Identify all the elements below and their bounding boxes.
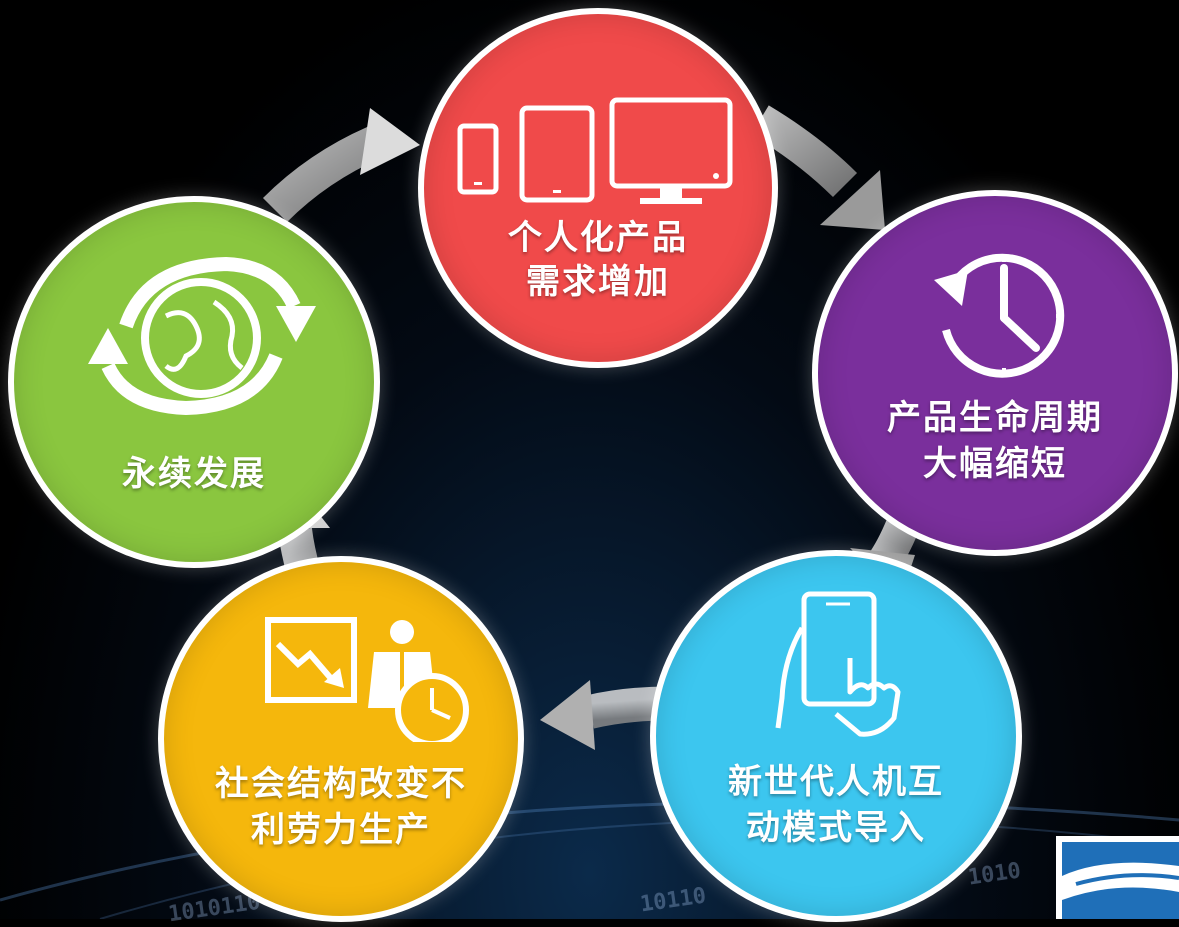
globe-cycle-icon <box>88 256 316 416</box>
node-social-structure: 社会结构改变不 利劳力生产 <box>158 556 524 922</box>
node-product-lifecycle: 产品生命周期 大幅缩短 <box>812 190 1178 556</box>
node-label-line1: 产品生命周期 <box>887 398 1103 438</box>
decline-worker-icon <box>265 617 469 742</box>
node-personalized-demand: 个人化产品 需求增加 <box>418 8 778 368</box>
node-new-hci: 新世代人机互 动模式导入 <box>650 550 1022 922</box>
node-label-line1: 个人化产品 <box>508 218 688 258</box>
node-label-line2: 大幅缩短 <box>923 444 1067 484</box>
clock-icon <box>934 253 1065 378</box>
node-label-line1: 社会结构改变不 <box>215 764 467 804</box>
devices-icon <box>457 97 733 204</box>
node-label-line1: 永续发展 <box>122 454 266 494</box>
node-label-line2: 动模式导入 <box>746 808 926 848</box>
node-label-line1: 新世代人机互 <box>728 762 944 802</box>
touch-phone-icon <box>775 591 901 737</box>
node-label-line2: 需求增加 <box>526 262 670 302</box>
logo <box>1056 836 1179 919</box>
node-label-line2: 利劳力生产 <box>251 810 431 850</box>
node-sustainable-development: 永续发展 <box>8 196 380 568</box>
